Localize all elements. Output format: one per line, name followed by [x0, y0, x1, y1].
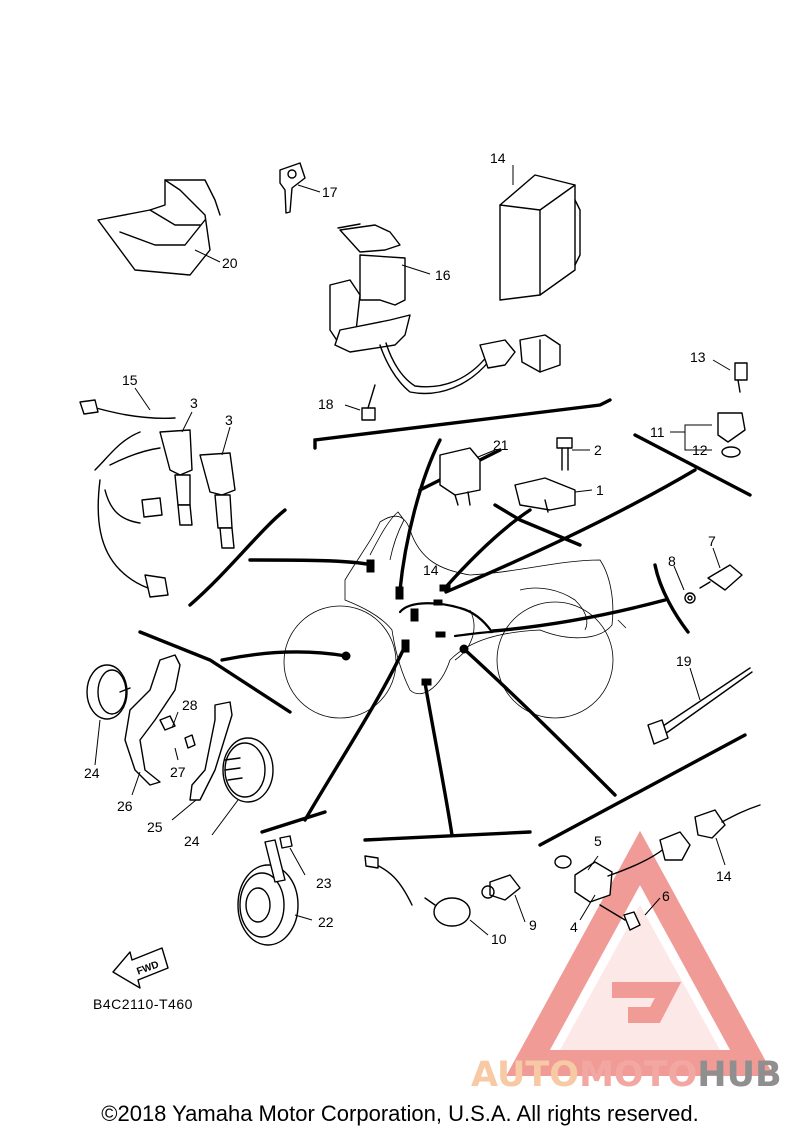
callout-18: 18 [318, 396, 334, 412]
sensor-1 [514, 437, 593, 513]
callout-24a: 24 [84, 765, 100, 781]
callout-21: 21 [493, 437, 509, 453]
sensor-9-10-group [364, 855, 526, 936]
callout-28: 28 [182, 697, 198, 713]
group-leaders [220, 438, 697, 837]
callout-5: 5 [594, 833, 602, 849]
callout-22: 22 [318, 914, 334, 930]
callout-4: 4 [570, 919, 578, 935]
callout-14-lower: 14 [716, 868, 732, 884]
ignition-switch [329, 223, 561, 395]
sensor-7-group [673, 547, 743, 604]
ecu-unit [499, 165, 581, 301]
callout-10: 10 [491, 931, 507, 947]
brand-auto: AUTO [471, 1055, 580, 1095]
callout-12: 12 [692, 442, 708, 458]
callout-labels: 14 17 20 16 13 15 18 3 3 11 2 12 21 1 7 … [84, 150, 732, 947]
sub-harness-and-coils [79, 387, 236, 598]
callout-1: 1 [596, 482, 604, 498]
callout-23: 23 [316, 875, 332, 891]
key [279, 162, 321, 214]
sensor-4-group [554, 804, 761, 931]
callout-7: 7 [708, 533, 716, 549]
relay [439, 447, 496, 506]
brand-hub: HUB [697, 1055, 782, 1095]
cable-tie [647, 667, 753, 745]
fuse-bracket [97, 179, 221, 276]
callout-9: 9 [529, 917, 537, 933]
horn [237, 835, 313, 946]
callout-17: 17 [322, 184, 338, 200]
callout-14-ecu: 14 [490, 150, 506, 166]
callout-25: 25 [147, 819, 163, 835]
brand-moto: MOTO [579, 1055, 698, 1095]
watermark-triangle-logo [506, 830, 774, 1076]
callout-2: 2 [594, 442, 602, 458]
callout-24b: 24 [184, 833, 200, 849]
callout-6: 6 [662, 888, 670, 904]
callout-16: 16 [435, 267, 451, 283]
callout-3b: 3 [225, 412, 233, 428]
callout-11: 11 [650, 424, 665, 440]
callout-20: 20 [222, 255, 238, 271]
sensor-11-group [670, 359, 748, 458]
callout-26: 26 [117, 798, 133, 814]
callout-27: 27 [170, 764, 186, 780]
figure-code: B4C2110-T460 [93, 996, 193, 1012]
horn-bracket-group [86, 654, 274, 836]
screw-18 [344, 384, 376, 421]
watermark-brand: AUTOMOTOHUB [471, 1055, 782, 1095]
callout-14-harness: 14 [423, 562, 439, 578]
callout-8: 8 [668, 553, 676, 569]
callout-13: 13 [690, 349, 706, 365]
callout-3a: 3 [190, 395, 198, 411]
callout-15: 15 [122, 372, 138, 388]
fwd-arrow-icon: FWD [112, 947, 169, 989]
copyright-notice: ©2018 Yamaha Motor Corporation, U.S.A. A… [101, 1101, 699, 1126]
callout-19: 19 [676, 653, 692, 669]
